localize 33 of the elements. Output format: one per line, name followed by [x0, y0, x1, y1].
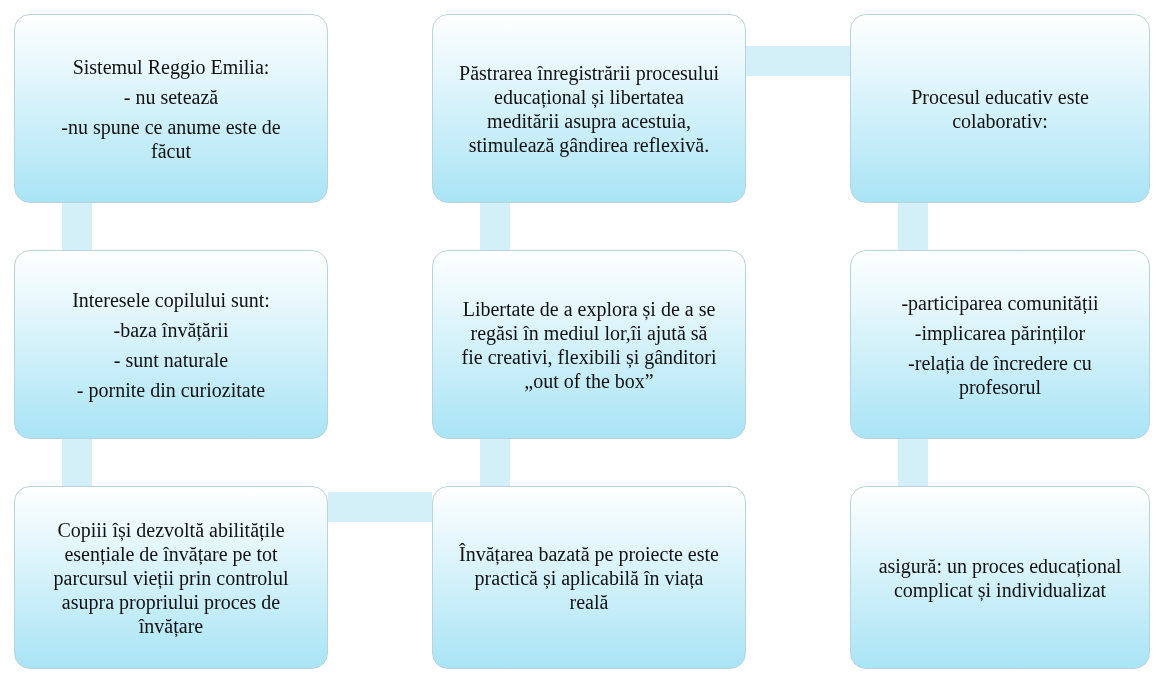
connector-bar: [62, 203, 92, 250]
connector-bar: [480, 439, 510, 486]
box-text: -nu spune ce anume este de făcut: [60, 114, 282, 163]
text-box: [432, 14, 746, 203]
box-text: - sunt naturale: [113, 347, 229, 372]
text-box: [14, 250, 328, 439]
connector-bar: [746, 46, 850, 76]
box-text: -baza învățării: [113, 317, 229, 342]
text-box: [850, 14, 1150, 203]
connector-bar: [328, 492, 432, 522]
connector-bar: [898, 439, 928, 486]
box-text: asigură: un proces educațional complicat și individualizat: [877, 553, 1123, 602]
box-text: Învățarea bazată pe proiecte este practică și aplicabilă în viața reală: [459, 541, 719, 614]
box-text: Păstrarea înregistrării procesului educațional și libertatea meditării asupra acestuia, stimulează gândirea reflexivă.: [459, 60, 719, 157]
box-text: Copiii își dezvoltă abilitățile esențiale de învățare pe tot parcursul vieții prin controlul asupra propriului proces de învățare: [52, 517, 290, 638]
box-text: -implicarea părinților: [914, 320, 1086, 345]
box-text: Libertate de a explora și de a se regăsi în mediul lor,îi ajută să fie creativi, flexibili și gânditori „out of the box”: [460, 296, 718, 393]
box-text: Sistemul Reggio Emilia:: [72, 54, 270, 79]
box-text: Interesele copilului sunt:: [72, 287, 270, 312]
box-text: -relația de încredere cu profesorul: [907, 350, 1093, 399]
text-box: [14, 486, 328, 669]
box-text: - nu setează: [123, 84, 219, 109]
text-box: [432, 486, 746, 669]
text-box: [850, 250, 1150, 439]
text-box: [14, 14, 328, 203]
connector-bar: [62, 439, 92, 486]
connector-bar: [480, 203, 510, 250]
text-box: [850, 486, 1150, 669]
text-box: [432, 250, 746, 439]
box-text: -participarea comunității: [901, 290, 1099, 315]
box-text: Procesul educativ este colaborativ:: [910, 84, 1090, 133]
box-text: - pornite din curiozitate: [76, 377, 266, 402]
connector-bar: [898, 203, 928, 250]
